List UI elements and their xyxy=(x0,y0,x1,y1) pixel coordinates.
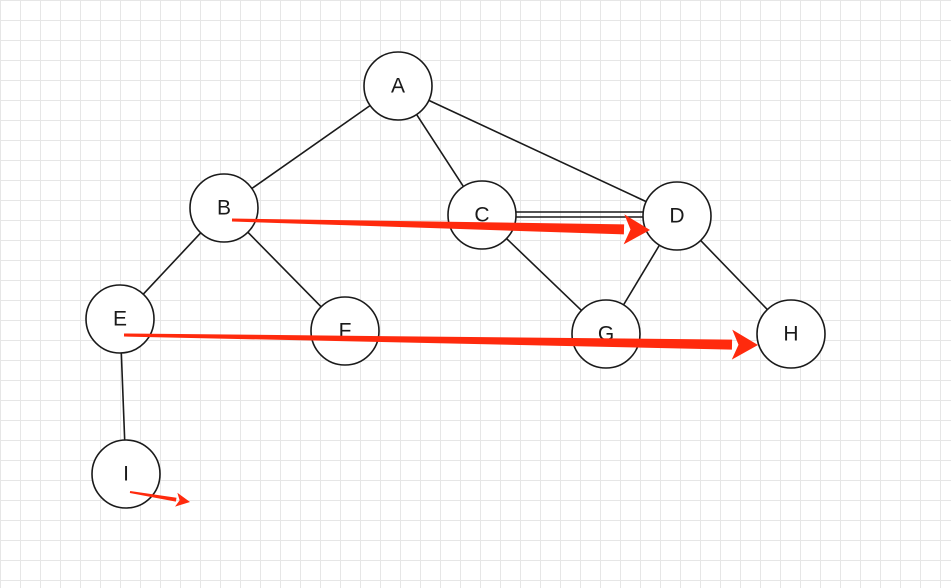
arrow-head xyxy=(731,329,758,360)
traversal-arrow-E-H xyxy=(123,329,758,360)
node-circle xyxy=(756,299,826,369)
node-label: D xyxy=(669,205,684,228)
node-circle xyxy=(642,181,712,251)
node-H[interactable]: H xyxy=(756,299,826,369)
node-D[interactable]: D xyxy=(642,181,712,251)
traversal-arrows-layer xyxy=(123,214,758,507)
edge-C-G xyxy=(505,237,583,312)
node-circle xyxy=(310,296,380,366)
node-label: H xyxy=(783,323,798,346)
node-circle xyxy=(447,180,517,250)
node-G[interactable]: G xyxy=(571,299,641,369)
node-label: A xyxy=(391,75,405,98)
edge-A-B xyxy=(251,104,371,190)
edge-C-D xyxy=(512,211,646,218)
arrow-head xyxy=(175,492,190,507)
traversal-arrow-I xyxy=(129,491,190,507)
edge-D-G xyxy=(622,244,661,306)
edges-layer xyxy=(120,99,768,441)
node-circle xyxy=(91,439,161,509)
arrow-head xyxy=(623,214,650,245)
node-F[interactable]: F xyxy=(310,296,380,366)
arrow-shaft xyxy=(123,333,733,350)
edge-A-D xyxy=(428,99,647,203)
edge-B-F xyxy=(247,231,322,308)
node-I[interactable]: I xyxy=(91,439,161,509)
node-circle xyxy=(189,173,259,243)
node-B[interactable]: B xyxy=(189,173,259,243)
edge-A-C xyxy=(415,114,465,187)
node-label: I xyxy=(123,463,129,486)
node-E[interactable]: E xyxy=(85,284,155,354)
node-label: E xyxy=(113,308,127,331)
node-C[interactable]: C xyxy=(447,180,517,250)
edge-D-H xyxy=(700,239,768,311)
node-A[interactable]: A xyxy=(363,51,433,121)
edge-B-E xyxy=(142,232,202,295)
node-label: B xyxy=(217,197,231,220)
node-circle xyxy=(363,51,433,121)
edge-E-I xyxy=(120,352,126,441)
node-label: C xyxy=(474,204,489,227)
nodes-layer: A B C D E F G H I xyxy=(85,51,826,509)
arrow-shaft xyxy=(231,218,625,235)
traversal-arrow-B-D xyxy=(231,214,650,245)
node-circle xyxy=(571,299,641,369)
arrow-shaft xyxy=(129,491,177,502)
